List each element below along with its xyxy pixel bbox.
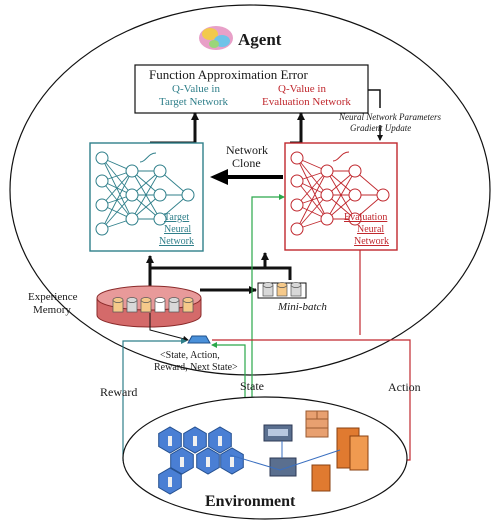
minibatch-label: Mini-batch [278,301,327,313]
eval-q-label-2: Evaluation Network [262,96,351,108]
net-neuron [95,222,109,236]
agent-title: Agent [238,30,282,49]
server-icon [311,427,369,492]
eval-net-label-3: Network [354,236,389,247]
target-network-graph [95,151,195,236]
target-net-label-3: Network [159,236,194,247]
net-edge [326,170,356,220]
update-note-2: Gradient Update [350,123,412,133]
reward-line [122,338,187,461]
network-clone-arrow [210,169,283,185]
net-neuron [320,212,334,226]
target-q-label-1: Q-Value in [172,83,220,95]
cylinder-top [140,297,152,303]
target-q-label-2: Target Network [159,96,228,108]
target-net-label-1: Target [164,212,190,223]
memory-cells [112,297,194,313]
brain-icon [199,26,233,50]
cylinder-top [168,297,180,303]
net-neuron [153,212,167,226]
net-neuron [153,188,167,202]
target-q-arrow [150,112,199,145]
evaluation-network-graph [290,151,390,236]
error-box-title: Function Approximation Error [149,67,308,82]
net-neuron [125,212,139,226]
net-neuron [290,198,304,212]
state-label: State [240,379,264,393]
target-net-label-2: Neural [164,224,192,235]
net-neuron [290,151,304,165]
net-edge [101,194,133,230]
cylinder-top [262,282,274,288]
wireless-cell-icon [158,426,244,495]
net-neuron [320,164,334,178]
net-neuron [95,198,109,212]
state-line [211,342,246,405]
eval-net-label-1: Evaluation [344,212,388,223]
net-edge [131,170,161,220]
cylinder-top [276,282,288,288]
net-edge [296,170,328,206]
clone-label-2: Clone [232,156,261,170]
cylinder-top [154,297,166,303]
net-neuron [348,188,362,202]
net-neuron [125,188,139,202]
state-to-eval-line [251,194,285,405]
eval-activation-icon [332,151,350,162]
eval-net-label-2: Neural [357,224,385,235]
env-links [229,441,341,471]
memory-label-2: Memory [33,304,71,316]
net-neuron [181,188,195,202]
net-edge [101,170,133,230]
antenna [180,457,184,467]
net-edge [101,157,133,196]
net-neuron [290,174,304,188]
firewall-icon [305,410,329,438]
action-label: Action [388,380,421,394]
antenna [230,457,234,467]
target-activation-icon [139,152,157,163]
router-icon [149,313,211,344]
net-neuron [125,164,139,178]
net-edge [296,170,328,230]
net-neuron [153,164,167,178]
net-edge [296,157,328,196]
net-edge [296,194,328,230]
memory-label-1: Experience [28,291,78,303]
net-neuron [95,151,109,165]
eval-q-arrow [290,112,305,145]
transition-label-1: <State, Action, [160,350,220,361]
cylinder-top [182,297,194,303]
net-neuron [320,188,334,202]
net-neuron [95,174,109,188]
cylinder-top [126,297,138,303]
minibatch-cells [262,282,302,297]
eval-q-label-1: Q-Value in [278,83,326,95]
update-note-1: Neural Network Parameters [339,112,441,122]
antenna [206,457,210,467]
net-neuron [348,212,362,226]
agent-boundary [9,4,491,376]
reward-label: Reward [100,385,138,399]
net-edge [101,170,133,206]
transition-label-2: Reward, Next State> [154,362,238,373]
clone-label-1: Network [226,143,268,157]
antenna [168,477,172,487]
antenna [193,436,197,446]
antenna [168,436,172,446]
environment-title: Environment [205,493,296,510]
net-neuron [290,222,304,236]
gradient-update-arrow [368,89,381,108]
error-box [134,64,369,114]
net-neuron [348,164,362,178]
net-neuron [376,188,390,202]
memory-to-networks-arrows [148,266,292,290]
cylinder-top [290,282,302,288]
switch-icon [263,424,297,477]
antenna [218,436,222,446]
cylinder-top [112,297,124,303]
